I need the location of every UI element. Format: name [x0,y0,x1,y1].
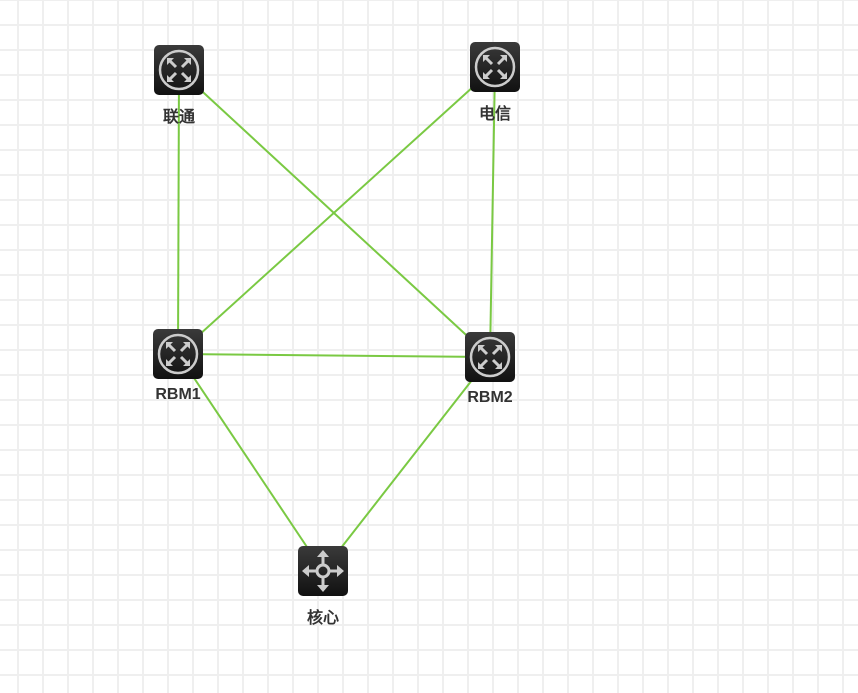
node-dianxin[interactable] [470,42,520,92]
link-dianxin-rbm2[interactable] [489,66,496,358]
node-rbm2[interactable] [465,332,515,382]
node-label-hexin: 核心 [306,608,339,627]
link-rbm1-hexin[interactable] [177,353,324,572]
node-label-dianxin: 电信 [478,104,511,123]
node-liantong[interactable] [154,45,204,95]
node-hexin[interactable] [298,546,348,596]
node-label-liantong: 联通 [162,107,195,126]
node-label-rbm2: RBM2 [467,389,513,406]
node-rbm1[interactable] [153,329,203,379]
link-rbm1-rbm2[interactable] [177,353,491,358]
link-liantong-rbm1[interactable] [177,69,180,355]
link-dianxin-rbm1[interactable] [177,66,496,355]
link-rbm2-hexin[interactable] [322,356,491,572]
node-label-rbm1: RBM1 [155,386,201,403]
